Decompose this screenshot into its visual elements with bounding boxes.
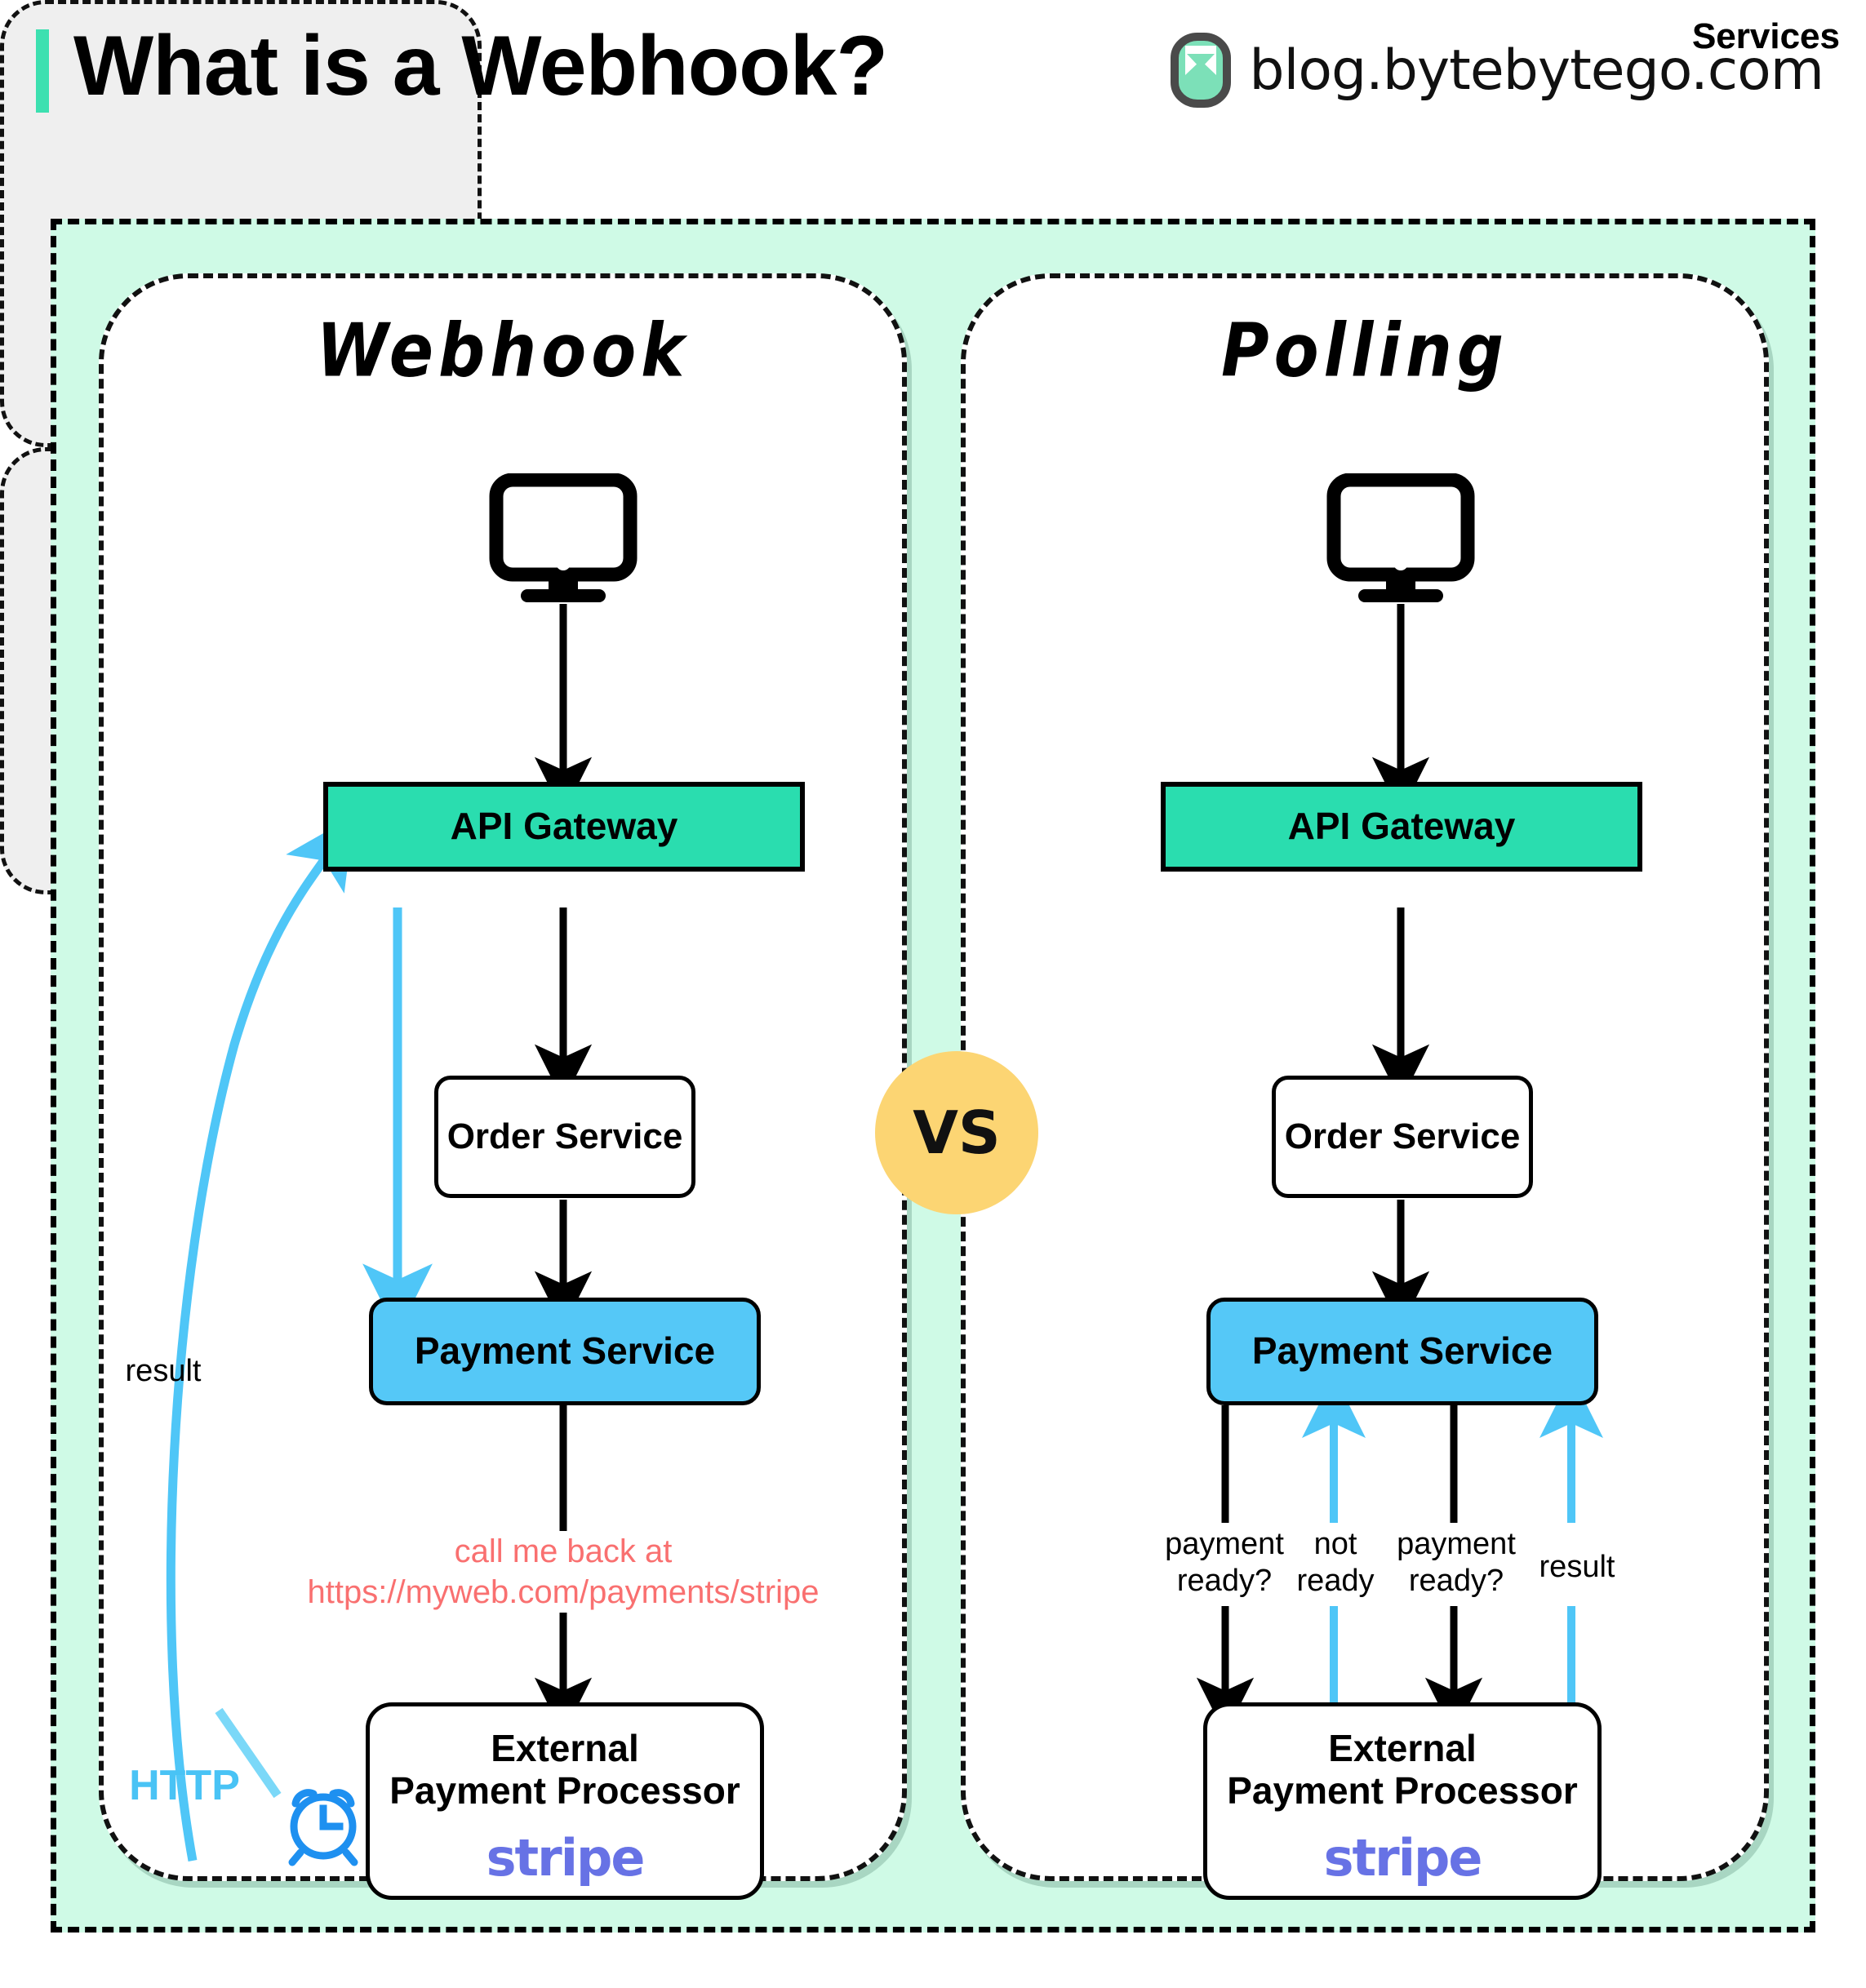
brand-text: blog.bytebytego.com	[1249, 38, 1824, 103]
result-label-webhook: result	[125, 1354, 202, 1388]
brand-block: blog.bytebytego.com	[1171, 29, 1824, 111]
panel-title-webhook: Webhook	[316, 308, 690, 393]
page-header: What is a Webhook? blog.bytebytego.com	[0, 0, 1866, 147]
external-payment-processor-webhook[interactable]: External Payment Processor stripe	[366, 1702, 764, 1900]
services-group-label: Services	[1691, 16, 1840, 56]
http-label: HTTP	[129, 1762, 240, 1809]
poll-label-not-ready: not ready	[1296, 1527, 1375, 1598]
external-payment-processor-polling[interactable]: External Payment Processor stripe	[1203, 1702, 1602, 1900]
poll-label-payment-ready-1: payment ready?	[1165, 1527, 1284, 1598]
poll-label-result: result	[1539, 1550, 1615, 1584]
monitor-icon	[1326, 473, 1475, 602]
processor-label: External Payment Processor	[1227, 1727, 1578, 1812]
order-service-webhook[interactable]: Order Service	[434, 1076, 695, 1198]
callback-note: call me back at https://myweb.com/paymen…	[307, 1533, 820, 1610]
vs-badge: VS	[875, 1051, 1038, 1214]
stripe-logo: stripe	[486, 1828, 646, 1888]
alarm-clock-icon	[288, 1789, 358, 1866]
payment-service-polling[interactable]: Payment Service	[1206, 1298, 1598, 1405]
order-service-polling[interactable]: Order Service	[1272, 1076, 1533, 1198]
processor-label: External Payment Processor	[389, 1727, 740, 1812]
panel-title-polling: Polling	[1220, 308, 1509, 393]
payment-service-webhook[interactable]: Payment Service	[369, 1298, 761, 1405]
api-gateway-webhook[interactable]: API Gateway	[323, 782, 805, 872]
api-gateway-polling[interactable]: API Gateway	[1161, 782, 1642, 872]
monitor-icon	[489, 473, 638, 602]
stripe-logo: stripe	[1323, 1828, 1483, 1888]
services-group-label: Services	[1691, 16, 1840, 56]
page-title: What is a Webhook?	[73, 19, 888, 113]
poll-label-payment-ready-2: payment ready?	[1397, 1527, 1516, 1598]
bookmark-logo-icon	[1171, 33, 1232, 108]
title-accent-bar	[36, 29, 49, 113]
